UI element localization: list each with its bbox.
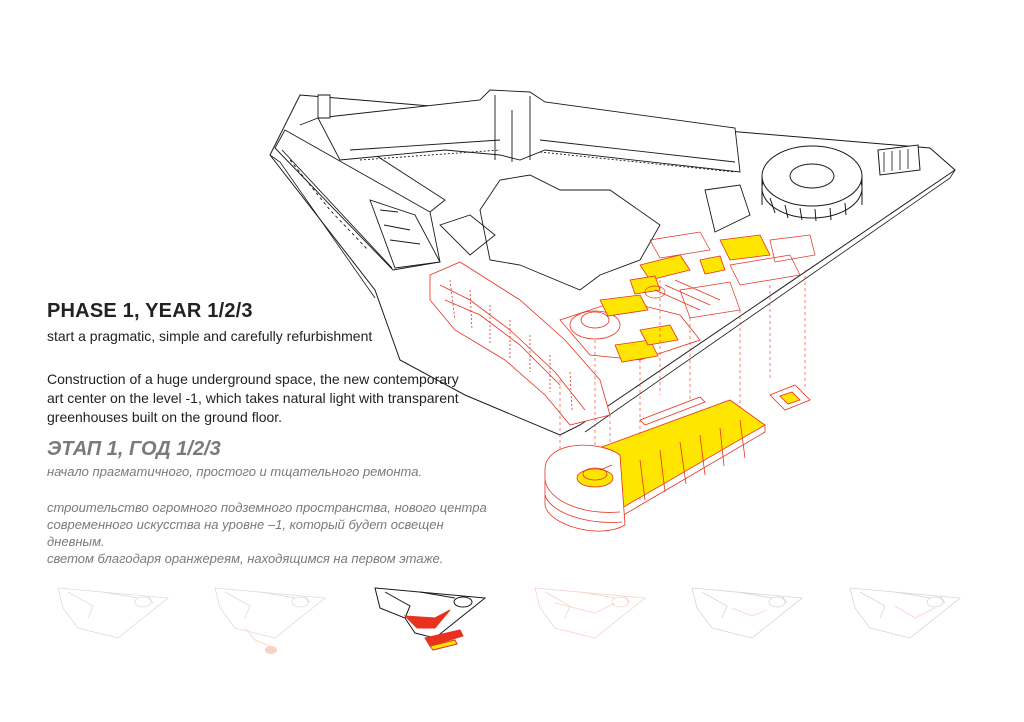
greenhouses-yellow [599,234,771,363]
description-ru-line: светом благодаря оранжереям, находящимся… [47,551,444,566]
north-wing-building [317,89,741,173]
phase-thumbnail-3-active[interactable] [374,587,487,651]
description-ru-line: современного искусства на уровне –1, кот… [47,517,444,532]
small-pavilion [704,184,751,233]
round-building [761,145,863,222]
phase-thumbnail-5[interactable] [691,587,803,639]
phase-title-en: PHASE 1, YEAR 1/2/3 [47,300,253,322]
phase-description-en: Construction of a huge underground space… [47,371,459,425]
description-ru-line: дневным. [47,534,105,549]
south-wing-red [429,261,701,426]
phase-thumbnail-strip [57,587,961,654]
phase-thumbnail-6[interactable] [849,587,961,639]
phase-thumbnail-2[interactable] [214,587,326,654]
courtyard [479,174,661,291]
phase-subtitle-ru: начало прагматичного, простого и тщатель… [47,464,423,479]
phase-description-ru: строительство огромного подземного прост… [47,499,517,567]
phase-thumbnail-1[interactable] [57,587,169,639]
description-ru-line: строительство огромного подземного прост… [47,500,487,515]
phase-title-ru: ЭТАП 1, ГОД 1/2/3 [47,438,221,460]
underground-level [544,384,811,532]
west-wing-building [274,117,446,271]
tower-building [877,144,921,176]
greenhouses-red-frames [644,231,816,319]
phase-thumbnail-4[interactable] [534,587,646,639]
phase-subtitle-en: start a pragmatic, simple and carefully … [47,328,373,344]
